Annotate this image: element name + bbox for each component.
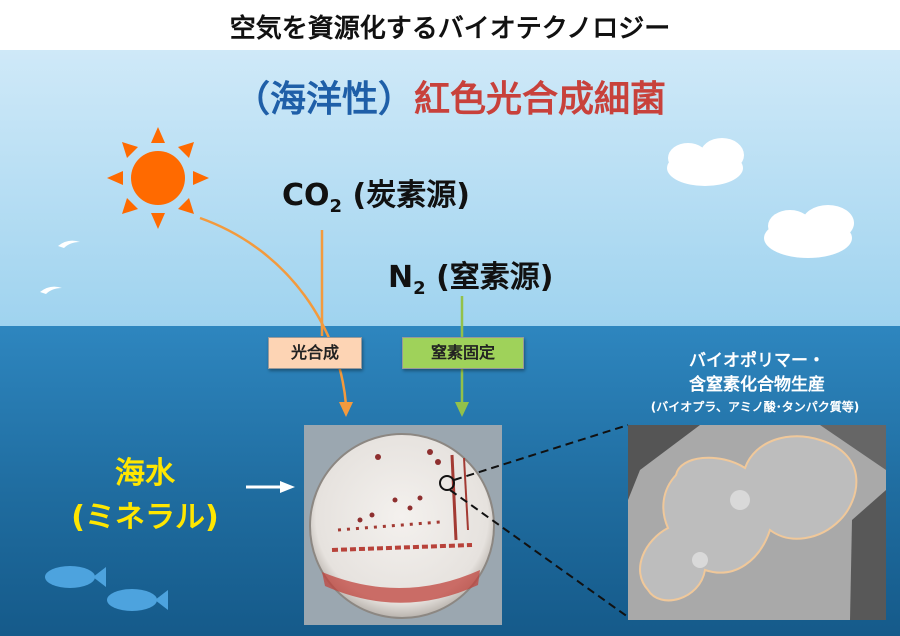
n2-source-label: (窒素源) [436,260,554,295]
seawater-arrow-head [280,481,295,493]
zoom-marker [439,475,455,491]
fish-icon [45,566,168,611]
zoom-line-bottom [449,489,629,618]
light-arrow-head [339,402,353,417]
co2-formula: CO [282,178,330,213]
microscope-image [628,425,886,620]
photosynthesis-box: 光合成 [268,337,362,369]
subtitle-bacteria: 紅色光合成細菌 [414,79,667,120]
products-line2: 含窒素化合物生産 [689,375,825,395]
petri-dish-icon [304,425,502,625]
nitrogen-arrow-head [455,402,469,417]
co2-subscript: 2 [329,196,343,217]
subtitle-marine: （海洋性） [233,79,414,120]
seawater-minerals-label: (ミネラル) [71,500,219,535]
sun-icon [107,127,209,229]
co2-source-label: (炭素源) [352,178,470,213]
bird-icon [40,240,80,294]
zoom-line-top [453,424,629,481]
subtitle: （海洋性）紅色光合成細菌 [0,70,900,122]
products-line1: バイオポリマー・ [689,351,825,371]
nitrogen-fixation-box: 窒素固定 [402,337,524,369]
seawater-label: 海水 [115,456,175,491]
n2-formula: N [388,260,414,295]
n2-label: N2 (窒素源) [388,252,554,299]
n2-subscript: 2 [413,278,426,299]
header-bar [0,0,900,50]
page-title: 空気を資源化するバイオテクノロジー [229,14,671,44]
cloud-icon [667,138,854,258]
light-arrow [199,216,348,406]
co2-label: CO2 (炭素源) [282,170,470,217]
products-line3: (バイオプラ、アミノ酸･タンパク質等) [650,400,860,414]
